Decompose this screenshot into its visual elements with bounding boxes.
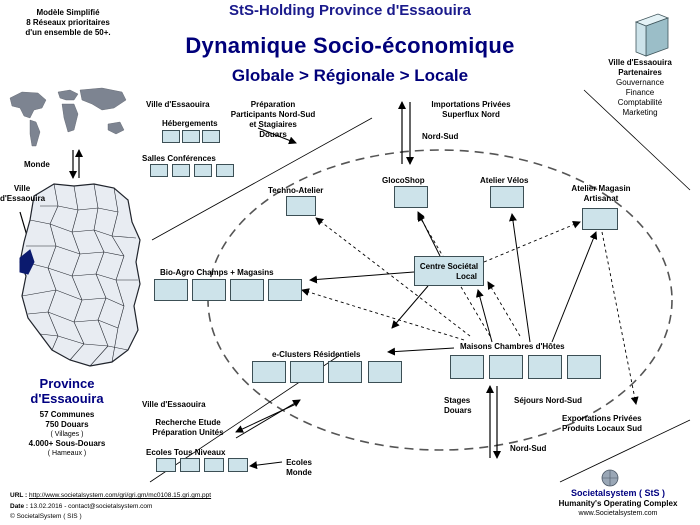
footer-tagline: Humanity's Operating Complex <box>558 499 678 508</box>
arrow-ecoles-monde-to-niveaux <box>249 461 283 470</box>
techno-label: Techno-Atelier <box>268 186 324 195</box>
partners-panel: Ville d'Essaouira Partenaires Gouvernanc… <box>608 58 672 117</box>
atelier-magasin-box[interactable] <box>582 208 618 230</box>
sejours-label: Séjours Nord-Sud <box>514 396 583 405</box>
province-map <box>19 183 141 367</box>
maisons-box-1[interactable] <box>450 355 484 379</box>
province-stats: 57 Communes 750 Douars ( Villages ) 4.00… <box>28 410 106 457</box>
dashed-maisons-to-centre <box>487 281 521 337</box>
dashed-centre-to-magasin <box>483 221 581 263</box>
essaouira-city-area <box>19 249 35 275</box>
hebergements-box-3[interactable] <box>202 130 220 143</box>
footer-copyright: © SocietalSystem ( SIS ) <box>10 513 82 520</box>
importations-label: Importations Privées Superflux Nord <box>431 100 511 119</box>
arrow-recherche-out <box>235 399 301 439</box>
bio-agro-label: Bio-Agro Champs + Magasins <box>160 268 274 277</box>
bio-agro-box-3[interactable] <box>230 279 264 301</box>
hebergements-box-1[interactable] <box>162 130 180 143</box>
arrow-maisons-to-eclusters <box>387 347 455 356</box>
maisons-box-4[interactable] <box>567 355 601 379</box>
glocoshop-box[interactable] <box>394 186 428 208</box>
atelier-velos-label: Atelier Vélos <box>480 176 529 185</box>
atelier-magasin-label: Atelier Magasin Artisanat <box>571 184 631 203</box>
footer-brand: Societalsystem ( StS ) <box>570 488 666 498</box>
separator-line-top <box>151 117 373 241</box>
societalsystem-logo <box>601 469 619 487</box>
salles-label: Salles Conférences <box>142 154 216 163</box>
separator-line-bottom-right <box>559 419 691 483</box>
arrow-maisons-to-centre <box>475 289 493 343</box>
maisons-label: Maisons Chambres d'Hôtes <box>460 342 565 351</box>
footer-url-link[interactable]: http://www.societalsystem.com/gri/gri.gm… <box>29 492 212 499</box>
eclusters-box-1[interactable] <box>252 361 286 383</box>
dashed-maisons-to-bioagro <box>301 288 465 341</box>
ecoles-box-4[interactable] <box>228 458 248 472</box>
centre-societal-box[interactable]: Centre Sociétal Local <box>414 256 484 286</box>
salles-box-2[interactable] <box>172 164 190 177</box>
dashed-maisons-to-techno <box>315 217 471 337</box>
ecoles-box-1[interactable] <box>156 458 176 472</box>
exportations-label: Exportations Privées Produits Locaux Sud <box>562 414 643 433</box>
eclusters-label: e-Clusters Résidentiels <box>272 350 361 359</box>
hebergements-box-2[interactable] <box>182 130 200 143</box>
eclusters-box-2[interactable] <box>290 361 324 383</box>
arrow-maisons-to-velos <box>509 213 531 343</box>
title-holding: StS-Holding Province d'Essaouira <box>229 2 471 19</box>
title-dynamique: Dynamique Socio-économique <box>185 33 515 58</box>
footer-url-line: URL : http://www.societalsystem.com/gri/… <box>10 492 212 499</box>
title-levels: Globale > Régionale > Locale <box>231 66 469 85</box>
preparation-label: Préparation Participants Nord-Sud et Sta… <box>230 100 316 139</box>
ville-bottom-label: Ville d'Essaouira <box>142 400 206 409</box>
atelier-velos-box[interactable] <box>490 186 524 208</box>
partners-cube-icon <box>634 13 670 57</box>
ville-label: Ville d'Essaouira <box>0 184 46 203</box>
maisons-box-2[interactable] <box>489 355 523 379</box>
bio-agro-box-4[interactable] <box>268 279 302 301</box>
arrow-centre-to-eclusters <box>391 285 429 329</box>
ecoles-box-2[interactable] <box>180 458 200 472</box>
glocoshop-label: GlocoShop <box>382 176 425 185</box>
maisons-box-3[interactable] <box>528 355 562 379</box>
techno-box[interactable] <box>286 196 316 216</box>
model-text: Modèle Simplifié 8 Réseaux prioritaires … <box>25 8 111 37</box>
ecoles-box-3[interactable] <box>204 458 224 472</box>
hebergements-label: Hébergements <box>162 119 218 128</box>
recherche-label: Recherche Etude Préparation Unités <box>152 418 224 437</box>
ville-top-label: Ville d'Essaouira <box>146 100 210 109</box>
separator-line-top-right <box>583 89 691 191</box>
footer-date-line: Date : 13.02.2016 - contact@societalsyst… <box>10 503 153 510</box>
arrow-recherche-in <box>235 403 297 433</box>
arrow-centre-to-glocoshop <box>417 211 441 257</box>
nord-sud-top-label: Nord-Sud <box>422 132 459 141</box>
eclusters-box-4[interactable] <box>368 361 402 383</box>
salles-box-1[interactable] <box>150 164 168 177</box>
world-map-icon <box>9 87 127 147</box>
arrow-preparation-to-techno <box>257 127 297 145</box>
nord-sud-bottom-label: Nord-Sud <box>510 444 547 453</box>
arrow-maisons-to-magasin <box>551 231 598 343</box>
monde-label: Monde <box>24 160 50 169</box>
salles-box-4[interactable] <box>216 164 234 177</box>
stages-label: Stages Douars <box>444 396 472 415</box>
dashed-magasin-to-exportations <box>601 231 639 405</box>
province-title: Province d'Essaouira <box>30 376 104 406</box>
arrow-centre-to-bioagro <box>309 271 415 284</box>
footer-site[interactable]: www.Societalsystem.com <box>578 510 658 517</box>
ecoles-monde-label: Ecoles Monde <box>286 458 312 477</box>
eclusters-box-3[interactable] <box>328 361 362 383</box>
bio-agro-box-2[interactable] <box>192 279 226 301</box>
salles-box-3[interactable] <box>194 164 212 177</box>
ecoles-niveaux-label: Ecoles Tous Niveaux <box>146 448 226 457</box>
bio-agro-box-1[interactable] <box>154 279 188 301</box>
